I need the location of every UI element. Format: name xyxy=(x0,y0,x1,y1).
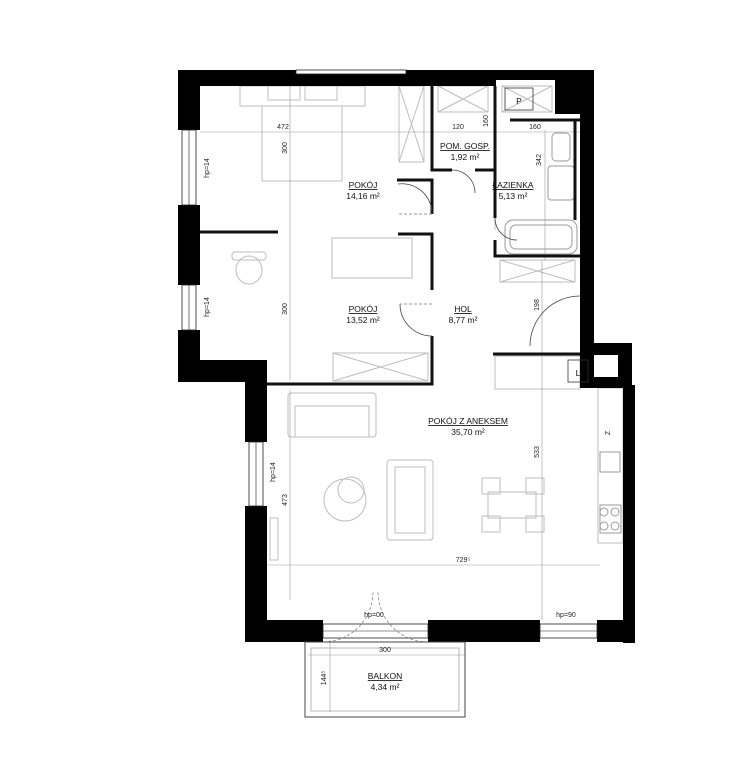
room-name-pokoj-2: POKÓJ xyxy=(349,304,378,314)
dim-300-bedroom2: 300 xyxy=(282,303,289,315)
symbol-l: L xyxy=(576,368,581,378)
dim-300-bedroom1: 300 xyxy=(282,142,289,154)
dimension-labels: 472 300 120 160 160 342 300 198 533 473 … xyxy=(277,115,543,685)
dim-342: 342 xyxy=(536,154,543,166)
room-area-balkon: 4,34 m² xyxy=(371,682,400,692)
symbol-p: P xyxy=(516,96,522,106)
symbol-z: Z xyxy=(605,430,612,435)
room-name-pokoj-aneks: POKÓJ Z ANEKSEM xyxy=(428,416,508,426)
doors xyxy=(322,169,581,643)
dim-144: 144⁵ xyxy=(321,671,328,686)
dim-300-balkon: 300 xyxy=(379,647,391,654)
room-name-balkon: BALKON xyxy=(368,671,403,681)
sill-hp14-living: hp=14 xyxy=(270,462,277,482)
sill-hp90: hp=90 xyxy=(556,612,576,619)
dimension-lines xyxy=(200,86,600,712)
exterior-walls xyxy=(178,70,635,643)
dim-160-vertical: 160 xyxy=(483,115,490,127)
room-name-pom-gosp: POM. GOSP. xyxy=(440,141,490,151)
room-area-pokoj-2: 13,52 m² xyxy=(346,315,380,325)
room-name-hol: HOL xyxy=(454,304,472,314)
symbols: P L Z xyxy=(504,87,612,435)
sill-hp00: hp=00 xyxy=(364,612,384,619)
dim-120: 120 xyxy=(452,124,464,131)
room-area-pokoj-aneks: 35,70 m² xyxy=(451,427,485,437)
room-labels: POKÓJ 14,16 m² POM. GOSP. 1,92 m² ŁAZIEN… xyxy=(346,141,534,692)
dim-160-horizontal: 160 xyxy=(529,124,541,131)
dim-472: 472 xyxy=(277,124,289,131)
room-area-pokoj-1: 14,16 m² xyxy=(346,191,380,201)
sill-hp14-bedroom2: hp=14 xyxy=(204,297,211,317)
sill-hp14-bedroom1: hp=14 xyxy=(204,158,211,178)
room-name-pokoj-1: POKÓJ xyxy=(349,180,378,190)
room-area-lazienka: 5,13 m² xyxy=(499,191,528,201)
sill-labels: hp=14 hp=14 hp=14 hp=00 hp=90 xyxy=(204,158,576,619)
interior-walls xyxy=(200,86,580,386)
dim-729: 729⁵ xyxy=(456,557,471,564)
furniture xyxy=(231,85,624,561)
balcony xyxy=(304,641,466,718)
dim-473: 473 xyxy=(282,494,289,506)
dim-198: 198 xyxy=(534,299,541,311)
dim-533: 533 xyxy=(534,446,541,458)
room-area-pom-gosp: 1,92 m² xyxy=(451,152,480,162)
room-name-lazienka: ŁAZIENKA xyxy=(492,180,533,190)
room-area-hol: 8,77 m² xyxy=(449,315,478,325)
